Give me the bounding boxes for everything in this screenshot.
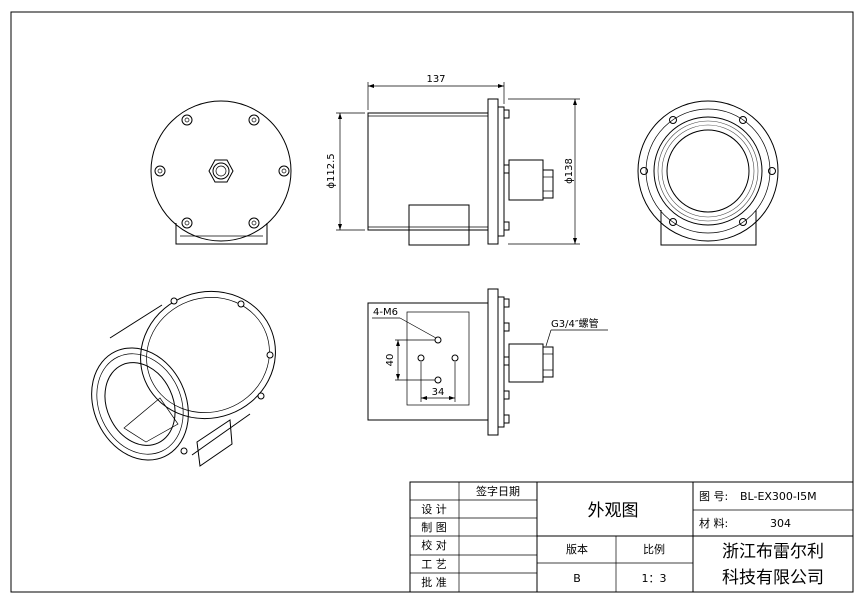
side-view-dimensions: 137 ϕ112.5 ϕ138 (326, 74, 580, 245)
dim-hole-horizontal: 34 (432, 387, 445, 398)
dim-body-diameter: ϕ112.5 (326, 153, 337, 188)
scale-value: 1：3 (642, 572, 667, 585)
drawing-title: 外观图 (588, 501, 639, 521)
version-value: B (573, 572, 581, 585)
rear-view (150, 100, 292, 245)
version-label: 版本 (566, 542, 588, 556)
bottom-view (367, 288, 554, 436)
dim-length: 137 (426, 74, 445, 85)
row-drafting: 制 图 (421, 521, 447, 534)
scale-label: 比例 (643, 542, 665, 556)
dim-hole-vertical: 40 (385, 354, 396, 367)
front-view (637, 100, 779, 246)
isometric-view (91, 290, 276, 467)
company-name-line1: 浙江布雷尔利 (722, 542, 824, 562)
row-approve: 批 准 (421, 575, 447, 589)
material-value: 304 (770, 517, 791, 530)
drawing-no-value: BL-EX300-I5M (740, 490, 817, 503)
dim-hole-spec: 4-M6 (373, 307, 398, 318)
conduit-callout: G3/4″螺管 (551, 317, 599, 330)
company-name-line2: 科技有限公司 (722, 568, 824, 588)
row-process: 工 艺 (421, 558, 447, 571)
side-view (367, 98, 554, 246)
row-design: 设 计 (421, 503, 447, 516)
drawing-no-label: 图 号: (699, 490, 728, 503)
row-check: 校 对 (421, 538, 447, 552)
dim-flange-diameter: ϕ138 (564, 158, 575, 184)
sign-date-header: 签字日期 (476, 484, 520, 498)
title-block (409, 481, 854, 593)
material-label: 材 料: (699, 516, 728, 530)
bottom-view-dimensions: 4-M6 40 34 G3/4″螺管 (372, 307, 608, 402)
